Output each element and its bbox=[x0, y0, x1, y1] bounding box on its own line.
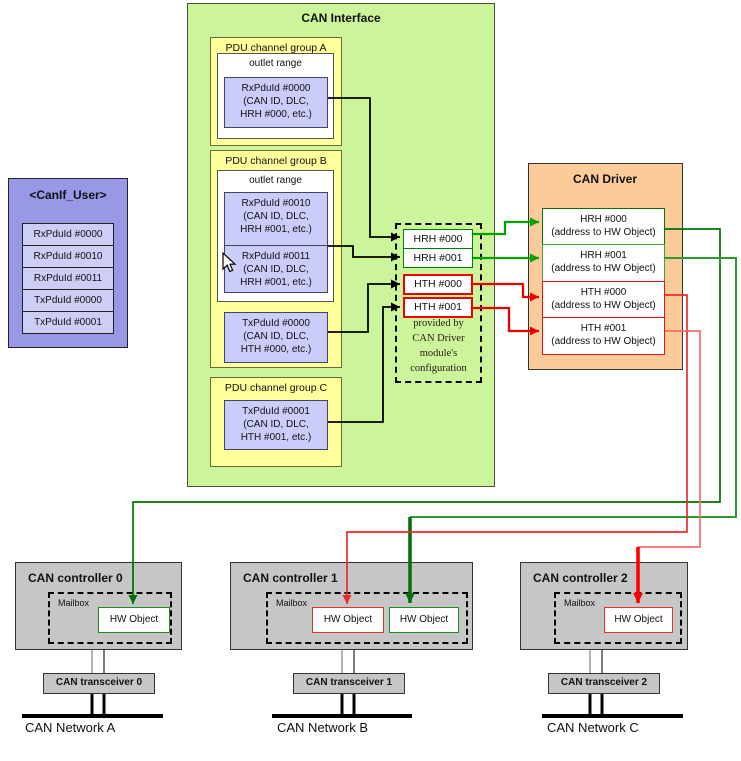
outlet-range-a-label: outlet range bbox=[249, 58, 302, 69]
mailbox-2-label: Mailbox bbox=[564, 598, 596, 608]
pdu-group-b-label: PDU channel group B bbox=[225, 155, 327, 167]
driver-hth001-box: HTH #001 (address to HW Object) bbox=[542, 317, 665, 355]
hw-object-c2: HW Object bbox=[604, 607, 673, 633]
can-controller-0-box: CAN controller 0 Mailbox bbox=[15, 562, 182, 650]
hoh-config-note: provided by CAN Driver module's configur… bbox=[410, 318, 467, 374]
pdu-tx0001-box: TxPduId #0001 (CAN ID, DLC, HTH #001, et… bbox=[224, 400, 328, 450]
can-controller-2-title: CAN controller 2 bbox=[533, 571, 628, 585]
can-controller-0-title: CAN controller 0 bbox=[28, 571, 123, 585]
can-driver-title: CAN Driver bbox=[572, 172, 638, 186]
can-transceiver-2-box: CAN transceiver 2 bbox=[548, 673, 660, 694]
pdu-group-c-label: PDU channel group C bbox=[224, 382, 328, 394]
driver-hrh001-box: HRH #001 (address to HW Object) bbox=[542, 244, 665, 282]
can-transceiver-1-box: CAN transceiver 1 bbox=[293, 673, 405, 694]
canif-user-item: TxPduId #0000 bbox=[22, 289, 114, 312]
controller-transceiver-lines-left bbox=[91, 650, 591, 673]
transceiver-bus-lines bbox=[90, 694, 604, 716]
outlet-range-b-label: outlet range bbox=[249, 175, 302, 186]
hw-object-c0: HW Object bbox=[98, 607, 170, 633]
mailbox-0-box: Mailbox bbox=[48, 592, 172, 644]
pdu-tx0000-box: TxPduId #0000 (CAN ID, DLC, HTH #000, et… bbox=[224, 312, 328, 363]
pdu-group-a-label: PDU channel group A bbox=[225, 42, 327, 54]
hw-object-c1-rx: HW Object bbox=[389, 607, 459, 633]
can-network-c-label: CAN Network C bbox=[547, 720, 639, 735]
driver-hth000-box: HTH #000 (address to HW Object) bbox=[542, 281, 665, 318]
can-controller-1-box: CAN controller 1 Mailbox bbox=[230, 562, 473, 650]
canif-user-item: TxPduId #0001 bbox=[22, 311, 114, 334]
canif-user-title: <CanIf_User> bbox=[29, 188, 107, 202]
controller-transceiver-lines-right bbox=[103, 650, 603, 673]
mouse-cursor-icon bbox=[222, 252, 237, 273]
canif-user-item: RxPduId #0000 bbox=[22, 223, 114, 246]
mailbox-1-label: Mailbox bbox=[276, 598, 308, 608]
pdu-rx0010-box: RxPduId #0010 (CAN ID, DLC, HRH #001, et… bbox=[224, 192, 328, 246]
can-interface-title: CAN Interface bbox=[301, 11, 381, 25]
hoh-hth000-cell: HTH #000 bbox=[403, 274, 473, 295]
hoh-hrh000-cell: HRH #000 bbox=[403, 229, 473, 249]
pdu-rx0011-box: RxPduId #0011 (CAN ID, DLC, HRH #001, et… bbox=[224, 245, 328, 293]
can-network-b-label: CAN Network B bbox=[277, 720, 369, 735]
can-controller-2-box: CAN controller 2 Mailbox bbox=[520, 562, 688, 650]
canif-user-item: RxPduId #0011 bbox=[22, 267, 114, 290]
hw-object-c1-tx: HW Object bbox=[312, 607, 384, 633]
hoh-hth001-cell: HTH #001 bbox=[403, 297, 473, 318]
can-controller-1-title: CAN controller 1 bbox=[243, 571, 338, 585]
driver-hrh000-box: HRH #000 (address to HW Object) bbox=[542, 208, 665, 245]
mailbox-0-label: Mailbox bbox=[58, 598, 90, 608]
pdu-rx0000-box: RxPduId #0000 (CAN ID, DLC, HRH #000, et… bbox=[224, 77, 328, 128]
hoh-hrh001-cell: HRH #001 bbox=[403, 248, 473, 268]
canif-user-item: RxPduId #0010 bbox=[22, 245, 114, 268]
can-transceiver-0-box: CAN transceiver 0 bbox=[43, 673, 155, 694]
can-network-a-label: CAN Network A bbox=[25, 720, 116, 735]
